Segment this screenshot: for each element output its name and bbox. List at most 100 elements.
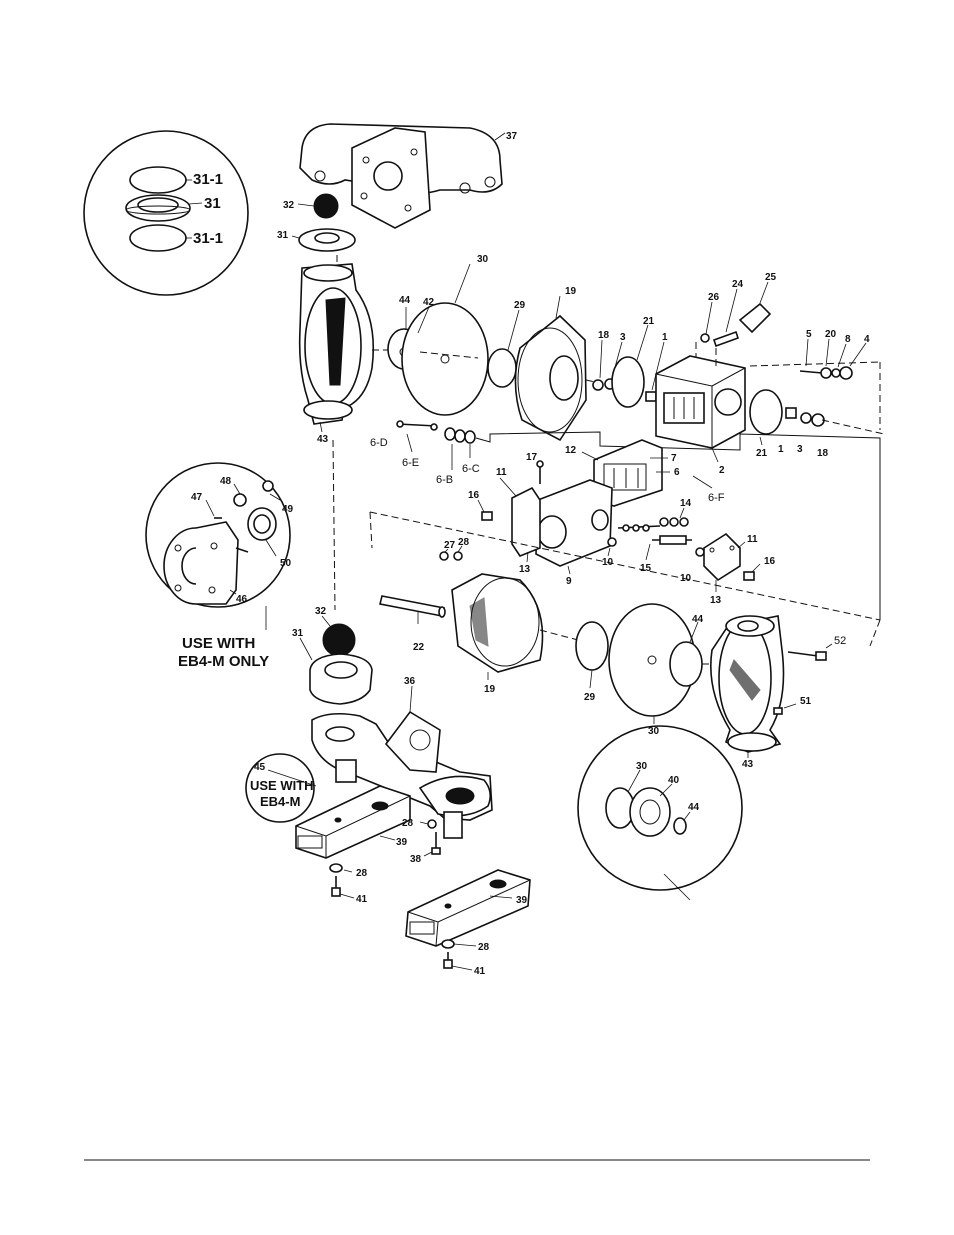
callout-3: 3	[797, 444, 803, 455]
callout-6-b: 6-B	[436, 474, 453, 486]
callout-19: 19	[484, 684, 496, 695]
flange-note-line1: USE WITH	[182, 635, 255, 652]
callout-6-d: 6-D	[370, 437, 388, 449]
callout-2: 2	[719, 465, 725, 476]
callout-41: 41	[356, 894, 368, 905]
callout-3: 3	[620, 332, 626, 343]
callout-39: 39	[396, 837, 408, 848]
inlet-manifold	[311, 685, 493, 839]
base-rail-upper	[295, 785, 411, 859]
callout-6-f: 6-F	[708, 492, 725, 504]
callout-31: 31	[292, 628, 304, 639]
callout-10: 10	[680, 573, 692, 584]
callout-43: 43	[317, 434, 329, 445]
callout-29: 29	[514, 300, 526, 311]
check-ball-upper	[297, 193, 339, 219]
discharge-manifold	[299, 123, 506, 229]
seat-detail-inset	[83, 130, 249, 296]
flange-detail-inset	[145, 462, 291, 630]
callout-18: 18	[598, 330, 610, 341]
callout-44: 44	[399, 295, 411, 306]
callout-38: 38	[410, 854, 422, 865]
callout-1: 1	[778, 444, 784, 455]
callout-43: 43	[742, 759, 754, 770]
callout-13: 13	[519, 564, 531, 575]
ball-seat-lower	[299, 637, 373, 705]
ball-seat-upper	[291, 228, 356, 252]
callout-32: 32	[315, 606, 327, 617]
diaphragm-assembly-lower	[575, 603, 712, 724]
callout-21: 21	[756, 448, 768, 459]
callout-46: 46	[236, 594, 248, 605]
callout-31: 31	[204, 195, 221, 212]
callout-37: 37	[506, 131, 518, 142]
callout-7: 7	[671, 453, 677, 464]
diaphragm-rod	[379, 595, 446, 624]
assembly-boundary-lines	[369, 511, 881, 647]
callout-19: 19	[565, 286, 577, 297]
base-note-line1: USE WITH	[250, 778, 314, 793]
callout-8: 8	[845, 334, 851, 345]
base-rail-lower	[405, 869, 531, 947]
callout-44: 44	[692, 614, 704, 625]
callout-47: 47	[191, 492, 203, 503]
callout-16: 16	[764, 556, 776, 567]
callout-40: 40	[668, 775, 680, 786]
callout-11: 11	[747, 534, 758, 545]
callout-6-e: 6-E	[402, 457, 419, 469]
air-valve-inlet-fittings	[695, 281, 772, 368]
upper-shaft-seals	[592, 324, 665, 408]
callout-31-1: 31-1	[193, 230, 223, 247]
callout-17: 17	[526, 452, 538, 463]
callout-14: 14	[680, 498, 692, 509]
callout-12: 12	[565, 445, 577, 456]
flange-note-line2: EB4-M ONLY	[178, 653, 269, 670]
callout-10: 10	[602, 557, 614, 568]
callout-27: 27	[444, 540, 456, 551]
center-section-body	[655, 355, 746, 463]
callout-41: 41	[474, 966, 486, 977]
callout-6: 6	[674, 467, 680, 478]
callout-50: 50	[280, 558, 292, 569]
callout-28: 28	[478, 942, 490, 953]
callout-16: 16	[468, 490, 480, 501]
pilot-valve-parts	[749, 338, 881, 430]
callout-30: 30	[648, 726, 660, 737]
callout-20: 20	[825, 329, 837, 340]
callout-36: 36	[404, 676, 416, 687]
chamber-bolts-left	[439, 545, 463, 561]
callout-6-c: 6-C	[462, 463, 480, 475]
diaphragm-detail-inset	[577, 725, 743, 901]
lower-shaft-seals	[749, 389, 885, 446]
callout-22: 22	[413, 642, 425, 653]
base-note-line2: EB4-M	[260, 794, 300, 809]
callout-4: 4	[864, 334, 870, 345]
air-valve-assembly	[396, 420, 881, 620]
callout-1: 1	[662, 332, 668, 343]
callout-31-1: 31-1	[193, 171, 223, 188]
callout-28: 28	[458, 537, 470, 548]
callout-25: 25	[765, 272, 777, 283]
callout-9: 9	[566, 576, 572, 587]
callout-24: 24	[732, 279, 744, 290]
fluid-chamber-left	[298, 263, 375, 433]
callout-15: 15	[640, 563, 652, 574]
callout-39: 39	[516, 895, 528, 906]
callout-labels: 37 32 31 31-1 31 31-1 30 44 42 29 19 18 …	[191, 131, 870, 977]
callout-42: 42	[423, 297, 435, 308]
callout-28: 28	[402, 818, 414, 829]
callout-13: 13	[710, 595, 722, 606]
callout-26: 26	[708, 292, 720, 303]
callout-52: 52	[834, 635, 846, 647]
callout-31: 31	[277, 230, 289, 241]
callout-21: 21	[643, 316, 655, 327]
callout-29: 29	[584, 692, 596, 703]
callout-28: 28	[356, 868, 368, 879]
base-variant-note	[245, 753, 317, 823]
callout-49: 49	[282, 504, 294, 515]
callout-44: 44	[688, 802, 700, 813]
base-fasteners	[329, 819, 477, 971]
callout-30: 30	[477, 254, 489, 265]
